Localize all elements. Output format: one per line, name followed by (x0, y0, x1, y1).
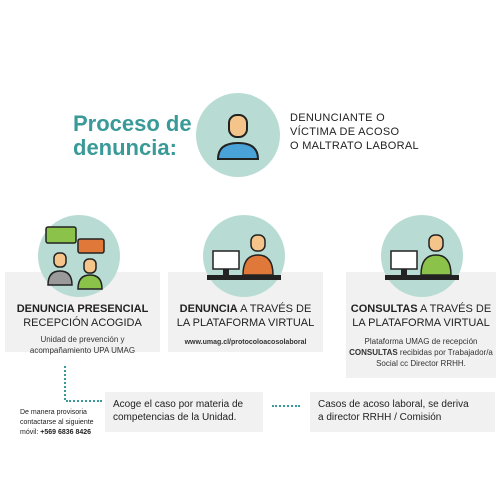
unit-accepts-box: Acoge el caso por materia de competencia… (105, 392, 263, 432)
meeting-icon (45, 226, 105, 290)
card-consultas-title: CONSULTAS A TRAVÉS DE LA PLATAFORMA VIRT… (350, 303, 492, 329)
card-presencial-text: Unidad de prevención y acompañamiento UP… (29, 335, 136, 355)
reporter-label: DENUNCIANTE O VÍCTIMA DE ACOSO O MALTRAT… (290, 112, 419, 152)
computer-user-icon (207, 234, 281, 280)
meeting-icon-circle (38, 215, 120, 297)
computer-user-icon-2 (385, 234, 459, 280)
reporter-avatar (196, 93, 280, 177)
card-plataforma-title: DENUNCIA A TRAVÉS DE LA PLATAFORMA VIRTU… (176, 303, 315, 329)
card-presencial-title: DENUNCIA PRESENCIAL RECEPCIÓN ACOGIDA (16, 303, 149, 329)
page-title: Proceso de denuncia: (73, 111, 192, 160)
card-consultas-text: Plataforma UMAG de recepción CONSULTAS r… (349, 337, 493, 368)
referral-box: Casos de acoso laboral, se deriva a dire… (310, 392, 495, 432)
connector-horizontal-1 (66, 400, 102, 402)
computer-icon-circle (203, 215, 285, 297)
computer-icon-circle-2 (381, 215, 463, 297)
protocol-link[interactable]: www.umag.cl/protocoloacosolaboral (184, 339, 307, 346)
connector-vertical (64, 366, 66, 400)
connector-horizontal-2 (272, 405, 300, 407)
person-icon (216, 114, 260, 160)
provisional-contact-note: De manera provisoria contactarse al sigu… (20, 409, 94, 436)
